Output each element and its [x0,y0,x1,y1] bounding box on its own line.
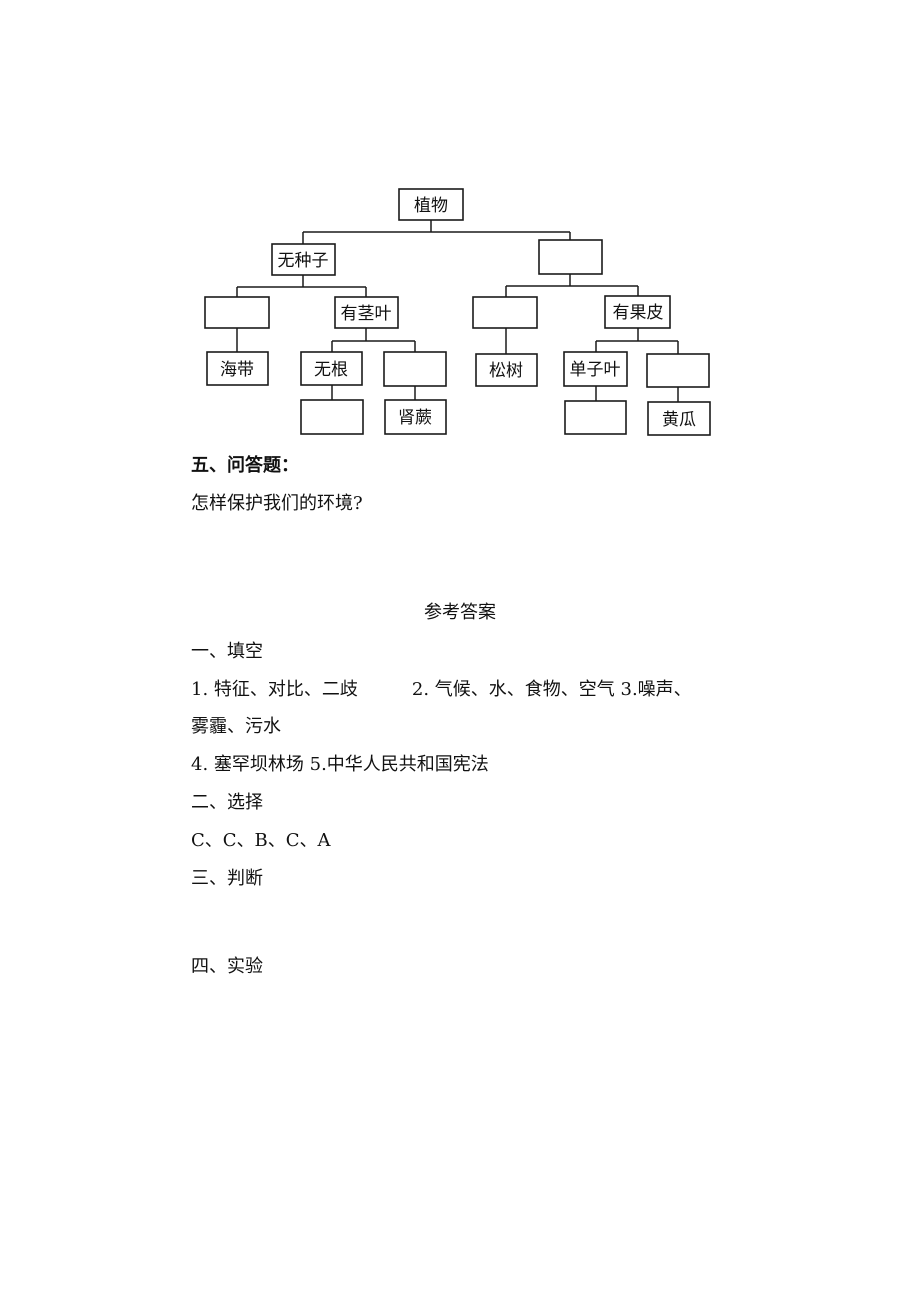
experiment-heading: 四、实验 [191,956,263,977]
node-no-root: 无根 [300,351,363,386]
fill-answer-line-3: 4. 塞罕坝林场 5.中华人民共和国宪法 [191,754,489,775]
node-pine-label: 松树 [489,361,523,381]
node-blank-d [646,353,710,388]
node-plant-label: 植物 [414,196,448,216]
node-cucumber-label: 黄瓜 [662,410,696,430]
node-blank-e [300,399,364,435]
choice-answer: C、C、B、C、A [191,830,331,851]
node-blank-b [472,296,538,329]
node-has-stem-leaf: 有茎叶 [334,296,399,329]
node-seed-blank [538,239,603,275]
choice-heading: 二、选择 [191,792,263,813]
node-kelp: 海带 [206,351,269,386]
node-has-pericarp: 有果皮 [604,295,671,329]
section5-question: 怎样保护我们的环境? [191,493,363,514]
node-cucumber: 黄瓜 [647,401,711,436]
node-blank-c [383,351,447,387]
fill-answer-line-2: 雾霾、污水 [191,716,281,737]
plant-classification-tree: 植物 无种子 有茎叶 有果皮 海带 无根 松树 [204,188,711,436]
section5-heading: 五、问答题： [191,455,299,476]
fill-heading: 一、填空 [191,641,263,662]
node-plant: 植物 [398,188,464,221]
node-monocot-label: 单子叶 [570,360,621,380]
answers-title: 参考答案 [424,602,496,623]
node-blank-a [204,296,270,329]
node-has-pericarp-label: 有果皮 [613,303,664,323]
node-fern-label: 肾蕨 [398,408,432,428]
fill-answer-line-1: 1. 特征、对比、二歧 2. 气候、水、食物、空气 3.噪声、 [191,679,692,700]
node-no-seed-label: 无种子 [278,251,329,271]
node-monocot: 单子叶 [563,351,628,387]
judge-heading: 三、判断 [191,868,263,889]
node-no-root-label: 无根 [314,360,348,380]
node-pine: 松树 [475,353,538,387]
node-no-seed: 无种子 [271,243,336,276]
node-has-stem-leaf-label: 有茎叶 [341,304,392,324]
node-blank-f [564,400,627,435]
tree-connectors [236,220,679,402]
node-kelp-label: 海带 [220,360,254,380]
node-fern: 肾蕨 [384,399,447,435]
